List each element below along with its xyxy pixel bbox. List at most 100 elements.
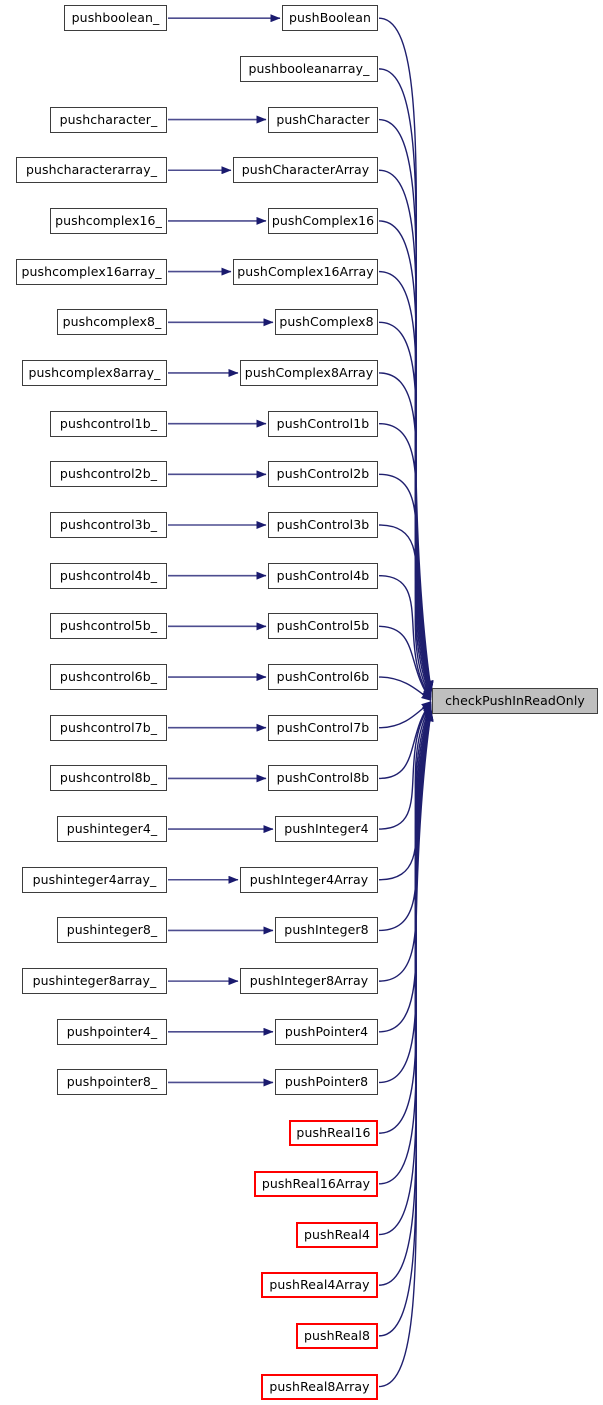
node-label: pushinteger8array_ bbox=[32, 972, 157, 988]
node-label: pushCharacterArray bbox=[241, 161, 370, 177]
node-label: pushcharacter_ bbox=[59, 111, 158, 127]
node-pushreal8[interactable]: pushReal8 bbox=[296, 1323, 378, 1349]
node-label: pushControl6b bbox=[276, 668, 370, 684]
node-pushcontrol7b[interactable]: pushControl7b bbox=[268, 715, 378, 741]
node-pushpointer4[interactable]: pushPointer4 bbox=[275, 1019, 378, 1045]
node-label: pushcontrol6b_ bbox=[59, 668, 158, 684]
node-pushcomplex8array_[interactable]: pushcomplex8array_ bbox=[22, 360, 167, 386]
callee-to-target-edges bbox=[378, 17, 434, 1388]
node-pushcontrol4b[interactable]: pushControl4b bbox=[268, 563, 378, 589]
node-label: pushControl4b bbox=[276, 567, 370, 583]
node-label: pushinteger4_ bbox=[66, 820, 158, 836]
node-pushcomplex16_[interactable]: pushcomplex16_ bbox=[50, 208, 167, 234]
node-pushcontrol8b[interactable]: pushControl8b bbox=[268, 765, 378, 791]
node-label: pushControl3b bbox=[276, 516, 370, 532]
node-label: checkPushInReadOnly bbox=[445, 692, 585, 708]
node-pushcontrol6b_[interactable]: pushcontrol6b_ bbox=[50, 664, 167, 690]
node-pushcontrol6b[interactable]: pushControl6b bbox=[268, 664, 378, 690]
node-pushinteger4array_[interactable]: pushinteger4array_ bbox=[22, 867, 167, 893]
node-label: pushControl8b bbox=[276, 769, 370, 785]
node-pushcontrol7b_[interactable]: pushcontrol7b_ bbox=[50, 715, 167, 741]
node-label: pushcontrol8b_ bbox=[59, 769, 158, 785]
node-pushpointer4_[interactable]: pushpointer4_ bbox=[57, 1019, 167, 1045]
node-pushcontrol4b_[interactable]: pushcontrol4b_ bbox=[50, 563, 167, 589]
node-label: pushControl2b bbox=[276, 465, 370, 481]
node-pushcontrol3b_[interactable]: pushcontrol3b_ bbox=[50, 512, 167, 538]
node-label: pushPointer4 bbox=[284, 1023, 369, 1039]
node-label: pushCharacter bbox=[276, 111, 370, 127]
node-pushcontrol5b[interactable]: pushControl5b bbox=[268, 613, 378, 639]
node-pushcharacter_[interactable]: pushcharacter_ bbox=[50, 107, 167, 133]
node-pushcomplex8[interactable]: pushComplex8 bbox=[275, 309, 378, 335]
node-pushboolean_[interactable]: pushboolean_ bbox=[64, 5, 167, 31]
node-label: pushInteger8 bbox=[284, 921, 369, 937]
node-label: pushInteger4Array bbox=[249, 871, 369, 887]
node-pushcomplex16[interactable]: pushComplex16 bbox=[268, 208, 378, 234]
node-pushcontrol1b[interactable]: pushControl1b bbox=[268, 411, 378, 437]
node-label: pushcontrol1b_ bbox=[59, 415, 158, 431]
node-pushcontrol2b_[interactable]: pushcontrol2b_ bbox=[50, 461, 167, 487]
node-label: pushcomplex8array_ bbox=[28, 364, 161, 380]
node-pushcontrol1b_[interactable]: pushcontrol1b_ bbox=[50, 411, 167, 437]
node-pushboolean[interactable]: pushBoolean bbox=[282, 5, 378, 31]
node-label: pushControl5b bbox=[276, 617, 370, 633]
node-label: pushComplex16 bbox=[271, 212, 375, 228]
node-pushcontrol2b[interactable]: pushControl2b bbox=[268, 461, 378, 487]
node-pushinteger4_[interactable]: pushinteger4_ bbox=[57, 816, 167, 842]
node-label: pushComplex8Array bbox=[244, 364, 374, 380]
node-pushcomplex16array[interactable]: pushComplex16Array bbox=[233, 259, 378, 285]
node-pushreal16array[interactable]: pushReal16Array bbox=[254, 1171, 378, 1197]
node-pushreal16[interactable]: pushReal16 bbox=[289, 1120, 378, 1146]
node-pushcharacterarray_[interactable]: pushcharacterarray_ bbox=[16, 157, 167, 183]
node-pushinteger8_[interactable]: pushinteger8_ bbox=[57, 917, 167, 943]
node-pushcharacterarray[interactable]: pushCharacterArray bbox=[233, 157, 378, 183]
node-pushcomplex8_[interactable]: pushcomplex8_ bbox=[57, 309, 167, 335]
node-label: pushpointer4_ bbox=[66, 1023, 158, 1039]
node-label: pushinteger8_ bbox=[66, 921, 158, 937]
node-label: pushReal16Array bbox=[261, 1175, 371, 1191]
node-pushinteger4array[interactable]: pushInteger4Array bbox=[240, 867, 378, 893]
node-pushbooleanarray_[interactable]: pushbooleanarray_ bbox=[240, 56, 378, 82]
node-pushcontrol5b_[interactable]: pushcontrol5b_ bbox=[50, 613, 167, 639]
node-pushinteger8array_[interactable]: pushinteger8array_ bbox=[22, 968, 167, 994]
node-label: pushcontrol2b_ bbox=[59, 465, 158, 481]
node-pushpointer8[interactable]: pushPointer8 bbox=[275, 1069, 378, 1095]
node-pushreal4array[interactable]: pushReal4Array bbox=[261, 1272, 378, 1298]
node-pushpointer8_[interactable]: pushpointer8_ bbox=[57, 1069, 167, 1095]
node-label: pushInteger8Array bbox=[249, 972, 369, 988]
node-label: pushReal4Array bbox=[269, 1276, 370, 1292]
node-pushinteger4[interactable]: pushInteger4 bbox=[275, 816, 378, 842]
target-node-checkpushinreadonly[interactable]: checkPushInReadOnly bbox=[432, 688, 598, 714]
node-label: pushboolean_ bbox=[71, 9, 160, 25]
node-pushcharacter[interactable]: pushCharacter bbox=[268, 107, 378, 133]
node-pushcontrol3b[interactable]: pushControl3b bbox=[268, 512, 378, 538]
node-label: pushReal4 bbox=[303, 1226, 371, 1242]
node-label: pushcharacterarray_ bbox=[25, 161, 158, 177]
node-pushcontrol8b_[interactable]: pushcontrol8b_ bbox=[50, 765, 167, 791]
node-label: pushbooleanarray_ bbox=[248, 60, 370, 76]
node-label: pushComplex8 bbox=[279, 313, 374, 329]
node-label: pushReal8 bbox=[303, 1327, 371, 1343]
node-pushinteger8array[interactable]: pushInteger8Array bbox=[240, 968, 378, 994]
node-label: pushBoolean bbox=[289, 9, 372, 25]
node-label: pushControl7b bbox=[276, 719, 370, 735]
node-pushinteger8[interactable]: pushInteger8 bbox=[275, 917, 378, 943]
node-label: pushcontrol5b_ bbox=[59, 617, 158, 633]
node-label: pushcomplex8_ bbox=[62, 313, 162, 329]
node-label: pushPointer8 bbox=[284, 1073, 369, 1089]
node-label: pushcontrol3b_ bbox=[59, 516, 158, 532]
node-label: pushInteger4 bbox=[284, 820, 369, 836]
node-pushcomplex8array[interactable]: pushComplex8Array bbox=[240, 360, 378, 386]
node-label: pushcontrol4b_ bbox=[59, 567, 158, 583]
node-label: pushcontrol7b_ bbox=[59, 719, 158, 735]
node-label: pushcomplex16array_ bbox=[21, 263, 162, 279]
node-label: pushComplex16Array bbox=[237, 263, 374, 279]
node-pushreal4[interactable]: pushReal4 bbox=[296, 1222, 378, 1248]
node-label: pushControl1b bbox=[276, 415, 370, 431]
node-pushcomplex16array_[interactable]: pushcomplex16array_ bbox=[16, 259, 167, 285]
node-label: pushinteger4array_ bbox=[32, 871, 157, 887]
node-label: pushReal8Array bbox=[269, 1378, 370, 1394]
node-label: pushReal16 bbox=[296, 1124, 371, 1140]
node-pushreal8array[interactable]: pushReal8Array bbox=[261, 1374, 378, 1400]
